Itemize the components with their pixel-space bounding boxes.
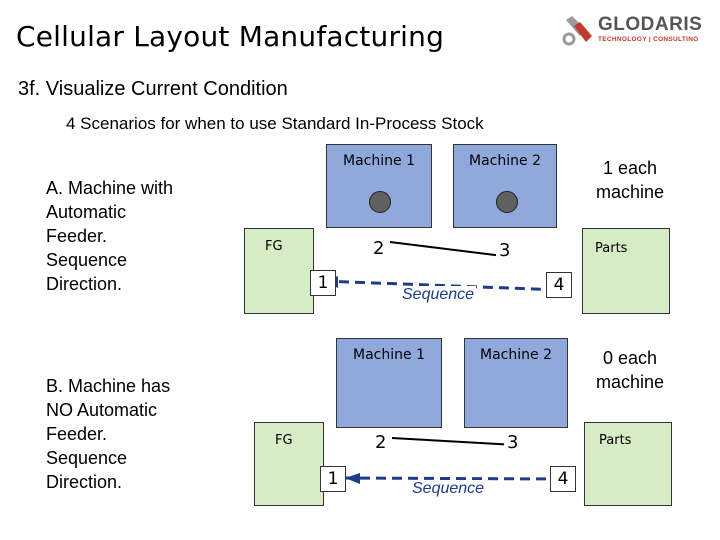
b-fg-station: FG [254,422,324,506]
b-machine-1-label: Machine 1 [353,347,425,363]
b-sequence-arrowhead [345,473,360,484]
a-link-2-3 [389,241,504,257]
b-step-1: 1 [320,466,346,492]
a-fg-label: FG [265,239,283,254]
a-machine-1-label: Machine 1 [343,153,415,169]
scenario-b-label: B. Machine has NO Automatic Feeder. Sequ… [46,374,170,494]
b-stock-note-line: 0 each [602,348,658,368]
a-machine-2-label: Machine 2 [469,153,541,169]
logo-wordmark: GLODARIS [598,14,703,35]
b-machine-2: Machine 2 [464,338,568,428]
a-step-3: 3 [496,240,514,261]
a-parts-label: Parts [595,241,628,256]
a-parts-station: Parts [582,228,670,314]
scenario-a-label-line: Direction. [46,274,123,294]
b-machine-2-label: Machine 2 [480,347,552,363]
b-fg-label: FG [275,433,293,448]
b-sequence-label: Sequence [410,480,487,498]
b-link-2-3 [391,437,516,446]
a-stock-note-line: machine [595,182,665,202]
scenario-a-label-line: Automatic [46,202,127,222]
b-parts-label: Parts [599,433,632,448]
a-machine-2: Machine 2 [453,144,557,228]
b-step-4: 4 [550,466,576,492]
b-parts-station: Parts [584,422,672,506]
a-fg-station: FG [244,228,314,314]
scenario-a-label-line: Feeder. [46,226,108,246]
a-stock-note: 1 each machine [582,156,678,204]
logo-tagline: TECHNOLOGY | CONSULTING [598,36,699,43]
a-machine-1: Machine 1 [326,144,432,228]
a-stock-note-line: 1 each [602,158,658,178]
scenario-b-label-line: Direction. [46,472,123,492]
scenario-a-label-line: Sequence [46,250,128,270]
b-step-3: 3 [504,432,522,453]
a-step-2: 2 [370,238,388,259]
b-stock-note: 0 each machine [584,346,676,394]
a-machine-2-dot [496,191,518,213]
a-sequence-label: Sequence [400,286,477,304]
b-sequence-line [343,476,561,481]
b-stock-note-line: machine [595,372,665,392]
company-logo: GLODARIS TECHNOLOGY | CONSULTING [560,10,712,48]
page-title: Cellular Layout Manufacturing [16,20,445,53]
scenarios-heading: 4 Scenarios for when to use Standard In-… [66,114,484,133]
a-sequence-line [322,279,561,292]
a-machine-1-dot [369,191,391,213]
scenario-a-label: A. Machine with Automatic Feeder. Sequen… [46,176,173,296]
scenario-a-label-line: A. Machine with [46,178,174,198]
b-step-2: 2 [372,432,390,453]
section-subtitle: 3f. Visualize Current Condition [18,78,288,100]
a-step-1: 1 [310,270,336,296]
scenario-b-label-line: NO Automatic [46,400,158,420]
scenario-b-label-line: B. Machine has [46,376,171,396]
scenario-b-label-line: Sequence [46,448,128,468]
b-machine-1: Machine 1 [336,338,442,428]
scenario-b-label-line: Feeder. [46,424,108,444]
a-step-4: 4 [546,272,572,298]
glodaris-swirl-logo-icon [562,16,592,46]
